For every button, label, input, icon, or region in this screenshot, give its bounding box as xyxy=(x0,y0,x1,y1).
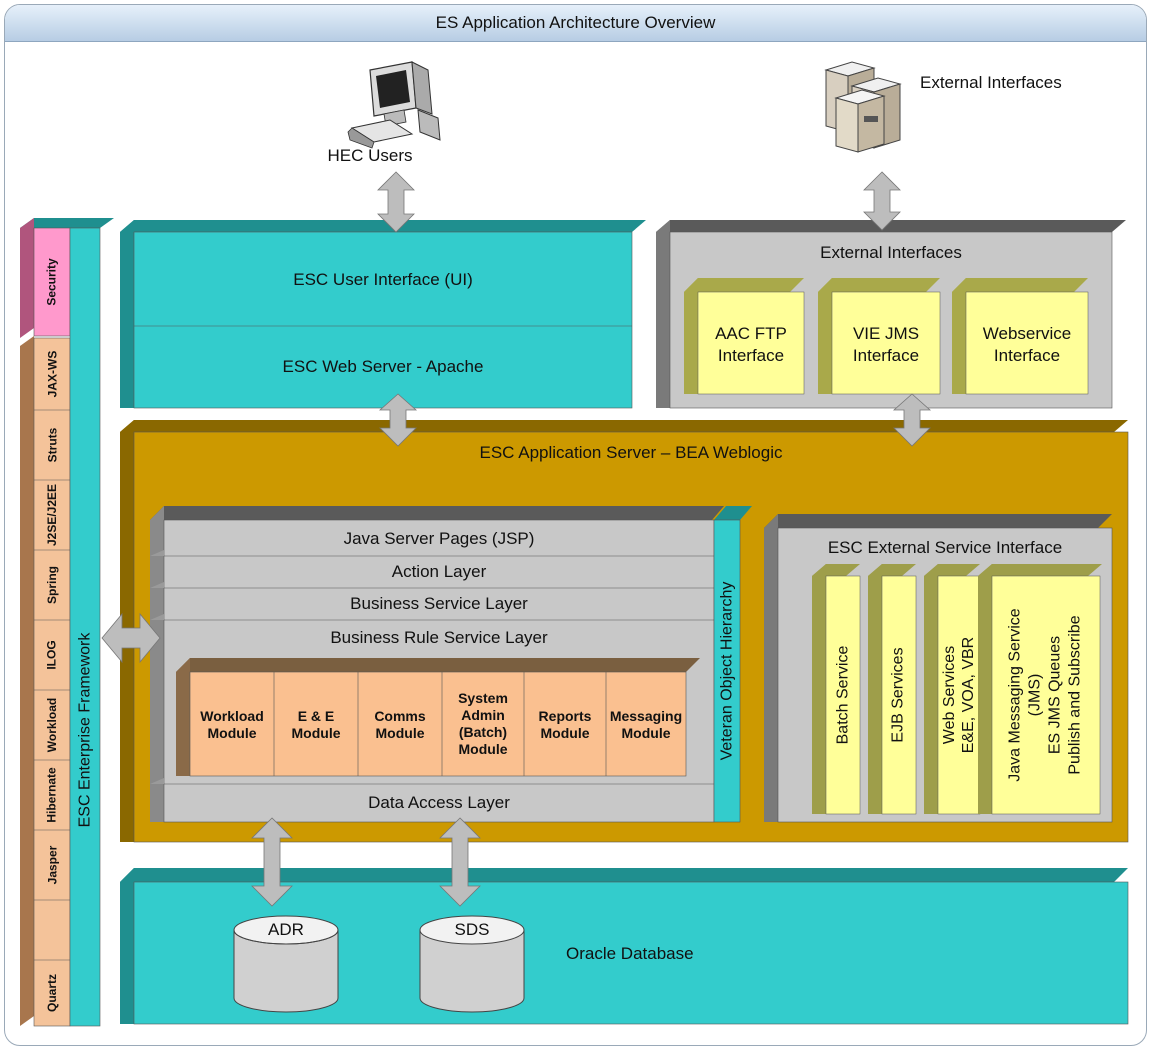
diagram-title: ES Application Architecture Overview xyxy=(5,5,1146,42)
framework-item-j2se: J2SE/J2EE xyxy=(45,483,60,547)
ui-label: ESC User Interface (UI) xyxy=(293,270,473,289)
ext-service-box xyxy=(764,514,1113,823)
framework-item-spring: Spring xyxy=(45,566,59,604)
ext-box xyxy=(656,220,1126,409)
adr-label: ADR xyxy=(268,920,304,939)
framework-item-struts: Struts xyxy=(44,427,59,463)
layer-business-service: Business Service Layer xyxy=(350,594,528,613)
ext-service-title: ESC External Service Interface xyxy=(827,538,1063,557)
sds-label: SDS xyxy=(454,920,490,939)
framework-label: ESC Enterprise Framework xyxy=(76,632,93,828)
double-arrows xyxy=(101,171,932,907)
security-label: Security xyxy=(45,258,60,306)
modules-box xyxy=(176,658,700,777)
veteran-bar xyxy=(713,506,752,823)
sds-cylinder xyxy=(419,915,525,1013)
framework-bar xyxy=(69,218,114,1027)
batch-service-label: Batch Service xyxy=(834,645,851,745)
adr-cylinder xyxy=(233,915,339,1013)
layer-action: Action Layer xyxy=(391,562,487,581)
ejb-services-label: EJB Services xyxy=(890,647,908,743)
framework-item-jasper: Jasper xyxy=(45,845,60,885)
layer-jsp: Java Server Pages (JSP) xyxy=(343,529,535,548)
computer-icon xyxy=(347,61,441,149)
layer-data-access: Data Access Layer xyxy=(368,793,510,812)
framework-item-quartz: Quartz xyxy=(45,973,60,1013)
jms-label: Java Messaging Service(JMS)ES JMS Queues… xyxy=(1007,608,1085,782)
framework-item-jaxws: JAX-WS xyxy=(45,350,60,398)
app-server-title: ESC Application Server – BEA Weblogic xyxy=(479,443,783,462)
security-block xyxy=(20,218,96,338)
framework-item-hibernate: Hibernate xyxy=(45,767,60,823)
web-server-label: ESC Web Server - Apache xyxy=(282,357,484,376)
servers-icon xyxy=(824,61,902,153)
external-interfaces-label: External Interfaces xyxy=(920,73,1062,92)
veteran-label: Veteran Object Hierarchy xyxy=(718,581,735,761)
oracle-database-label: Oracle Database xyxy=(566,944,694,963)
hec-users-label: HEC Users xyxy=(327,146,413,165)
layer-business-rule: Business Rule Service Layer xyxy=(330,628,548,647)
ext-box-title: External Interfaces xyxy=(820,243,962,262)
framework-item-workload: Workload xyxy=(45,697,60,753)
framework-item-ilog: ILOG xyxy=(45,640,59,670)
framework-stack xyxy=(20,336,71,1027)
ui-box xyxy=(120,220,646,409)
